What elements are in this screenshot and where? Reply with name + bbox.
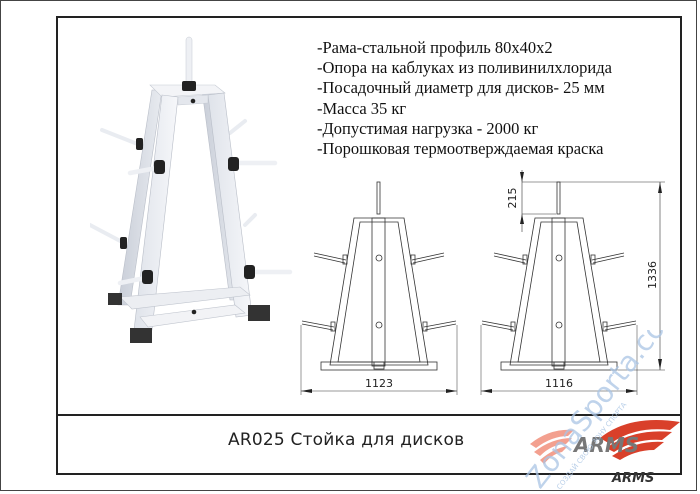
svg-text:ARMS: ARMS (611, 471, 654, 486)
side-view-drawing: 1116 215 1336 (480, 170, 665, 395)
pin-height-label: 215 (506, 188, 519, 209)
spec-item: -Опора на каблуках из поливинилхлорида (317, 58, 612, 78)
spec-item: -Масса 35 кг (317, 98, 407, 118)
svg-text:ARMS: ARMS (572, 433, 639, 457)
total-height-label: 1336 (646, 261, 659, 289)
front-width-label: 1123 (365, 377, 393, 390)
drawing-frame (56, 16, 682, 475)
product-render-image (90, 36, 293, 343)
spec-item: -Порошковая термоотверждаемая краска (317, 139, 604, 159)
spec-item: -Посадочный диаметр для дисков- 25 мм (317, 78, 605, 98)
front-view-drawing: 1123 (300, 181, 458, 395)
wing-icon-light (530, 429, 574, 464)
arms-logo: ARMS ARMS (530, 420, 680, 486)
wing-icon-dark (600, 420, 680, 460)
product-title: AR025 Стойка для дисков (228, 430, 465, 450)
title-block-divider (56, 414, 682, 416)
spec-item: -Допустимая нагрузка - 2000 кг (317, 118, 539, 138)
spec-item: -Рама-стальной профиль 80х40х2 (317, 38, 553, 57)
side-width-label: 1116 (545, 377, 573, 390)
spec-list: -Рама-стальной профиль 80х40х2 -Опора на… (317, 38, 612, 159)
